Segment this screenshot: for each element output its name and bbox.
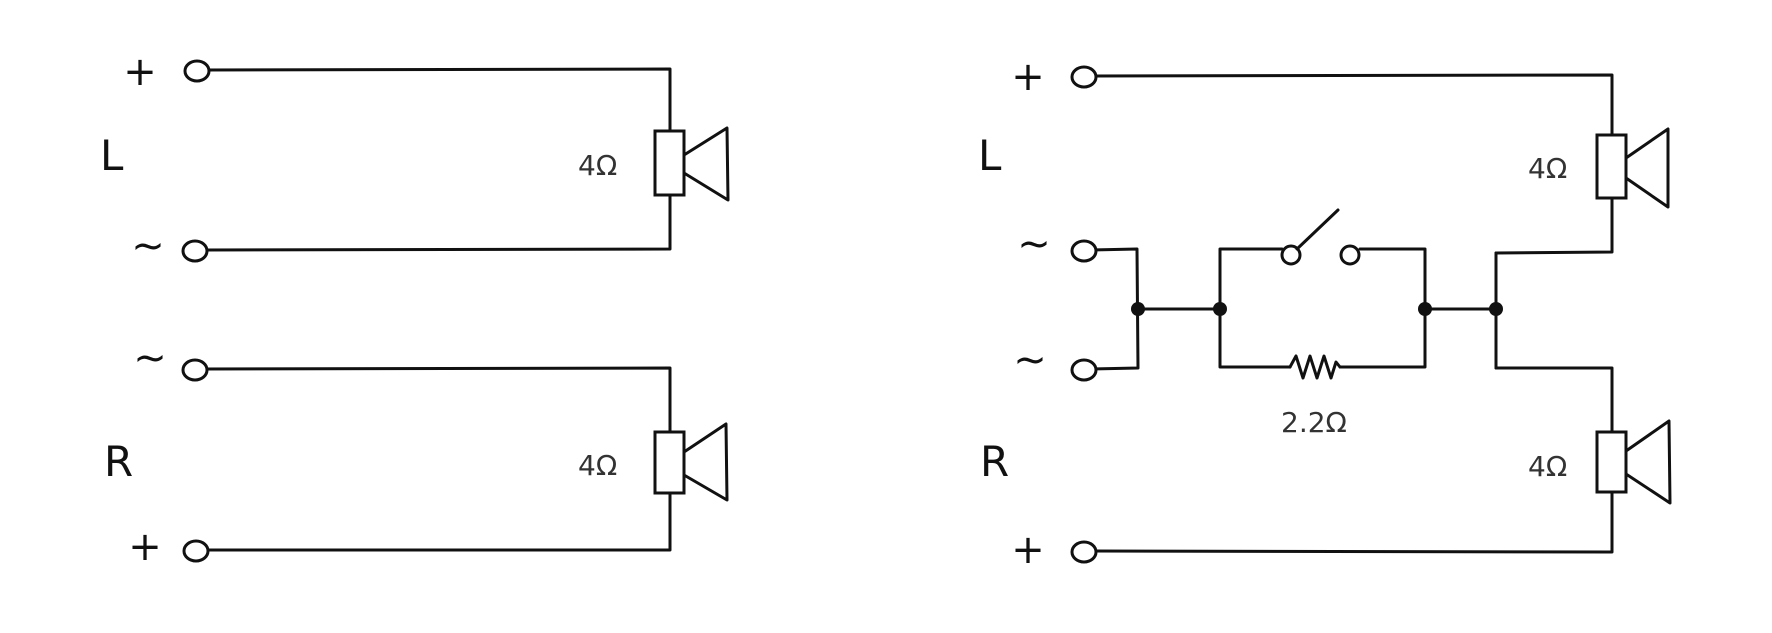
terminal-icon xyxy=(183,59,211,83)
right-speaker-r-impedance: 4Ω xyxy=(1528,450,1567,483)
left-circuit-r-plus-sign: + xyxy=(128,524,162,570)
left-speaker-r-impedance: 4Ω xyxy=(578,449,617,482)
resistor-icon xyxy=(1288,354,1342,380)
speaker-icon xyxy=(653,422,729,502)
terminal-icon xyxy=(1070,358,1098,382)
junction-dot xyxy=(1131,302,1145,316)
junction-dot xyxy=(1418,302,1432,316)
terminal-icon xyxy=(182,539,210,563)
terminal-icon xyxy=(181,239,209,263)
junction-dot xyxy=(1489,302,1503,316)
left-circuit: L R + ~ ~ + 4Ω 4Ω xyxy=(100,49,730,570)
switch-icon xyxy=(1280,208,1361,266)
right-speaker-l-return xyxy=(1494,196,1614,255)
terminal-icon xyxy=(1070,65,1098,89)
left-circuit-channel-r: R xyxy=(104,437,133,486)
left-r-negative-wire xyxy=(201,366,672,434)
right-circuit-r-plus-sign: + xyxy=(1011,527,1045,573)
right-speaker-r-return xyxy=(1494,366,1614,434)
left-l-negative-wire xyxy=(203,193,672,252)
right-resistor-branch xyxy=(1218,307,1292,369)
speaker-icon xyxy=(653,126,730,202)
right-speaker-l-impedance: 4Ω xyxy=(1528,152,1567,185)
speaker-icon xyxy=(1595,127,1670,209)
left-circuit-l-minus-sign: ~ xyxy=(131,223,165,269)
right-l-positive-wire xyxy=(1091,73,1614,137)
right-r-positive-wire xyxy=(1091,490,1614,554)
right-circuit-r-minus-sign: ~ xyxy=(1013,337,1047,383)
terminal-icon xyxy=(1070,540,1098,564)
left-circuit-r-minus-sign: ~ xyxy=(133,335,167,381)
terminal-icon xyxy=(1070,239,1098,263)
speaker-icon xyxy=(1595,419,1672,505)
right-circuit: L R + ~ ~ + 2.2Ω xyxy=(978,54,1672,573)
resistor-value: 2.2Ω xyxy=(1281,406,1347,439)
left-l-positive-wire xyxy=(203,67,672,133)
right-circuit-channel-r: R xyxy=(980,437,1009,486)
left-speaker-l-impedance: 4Ω xyxy=(578,149,617,182)
right-circuit-channel-l: L xyxy=(978,131,1002,180)
left-circuit-channel-l: L xyxy=(100,131,124,180)
right-l-negative-wire xyxy=(1089,247,1140,371)
junction-dot xyxy=(1213,302,1227,316)
right-resistor-branch-right xyxy=(1338,307,1427,369)
left-circuit-l-plus-sign: + xyxy=(123,49,157,95)
right-circuit-l-plus-sign: + xyxy=(1011,54,1045,100)
terminal-icon xyxy=(181,358,209,382)
left-r-positive-wire xyxy=(204,491,672,552)
right-circuit-l-minus-sign: ~ xyxy=(1017,221,1051,267)
right-switch-branch-right xyxy=(1358,247,1427,311)
right-switch-branch xyxy=(1218,247,1284,311)
